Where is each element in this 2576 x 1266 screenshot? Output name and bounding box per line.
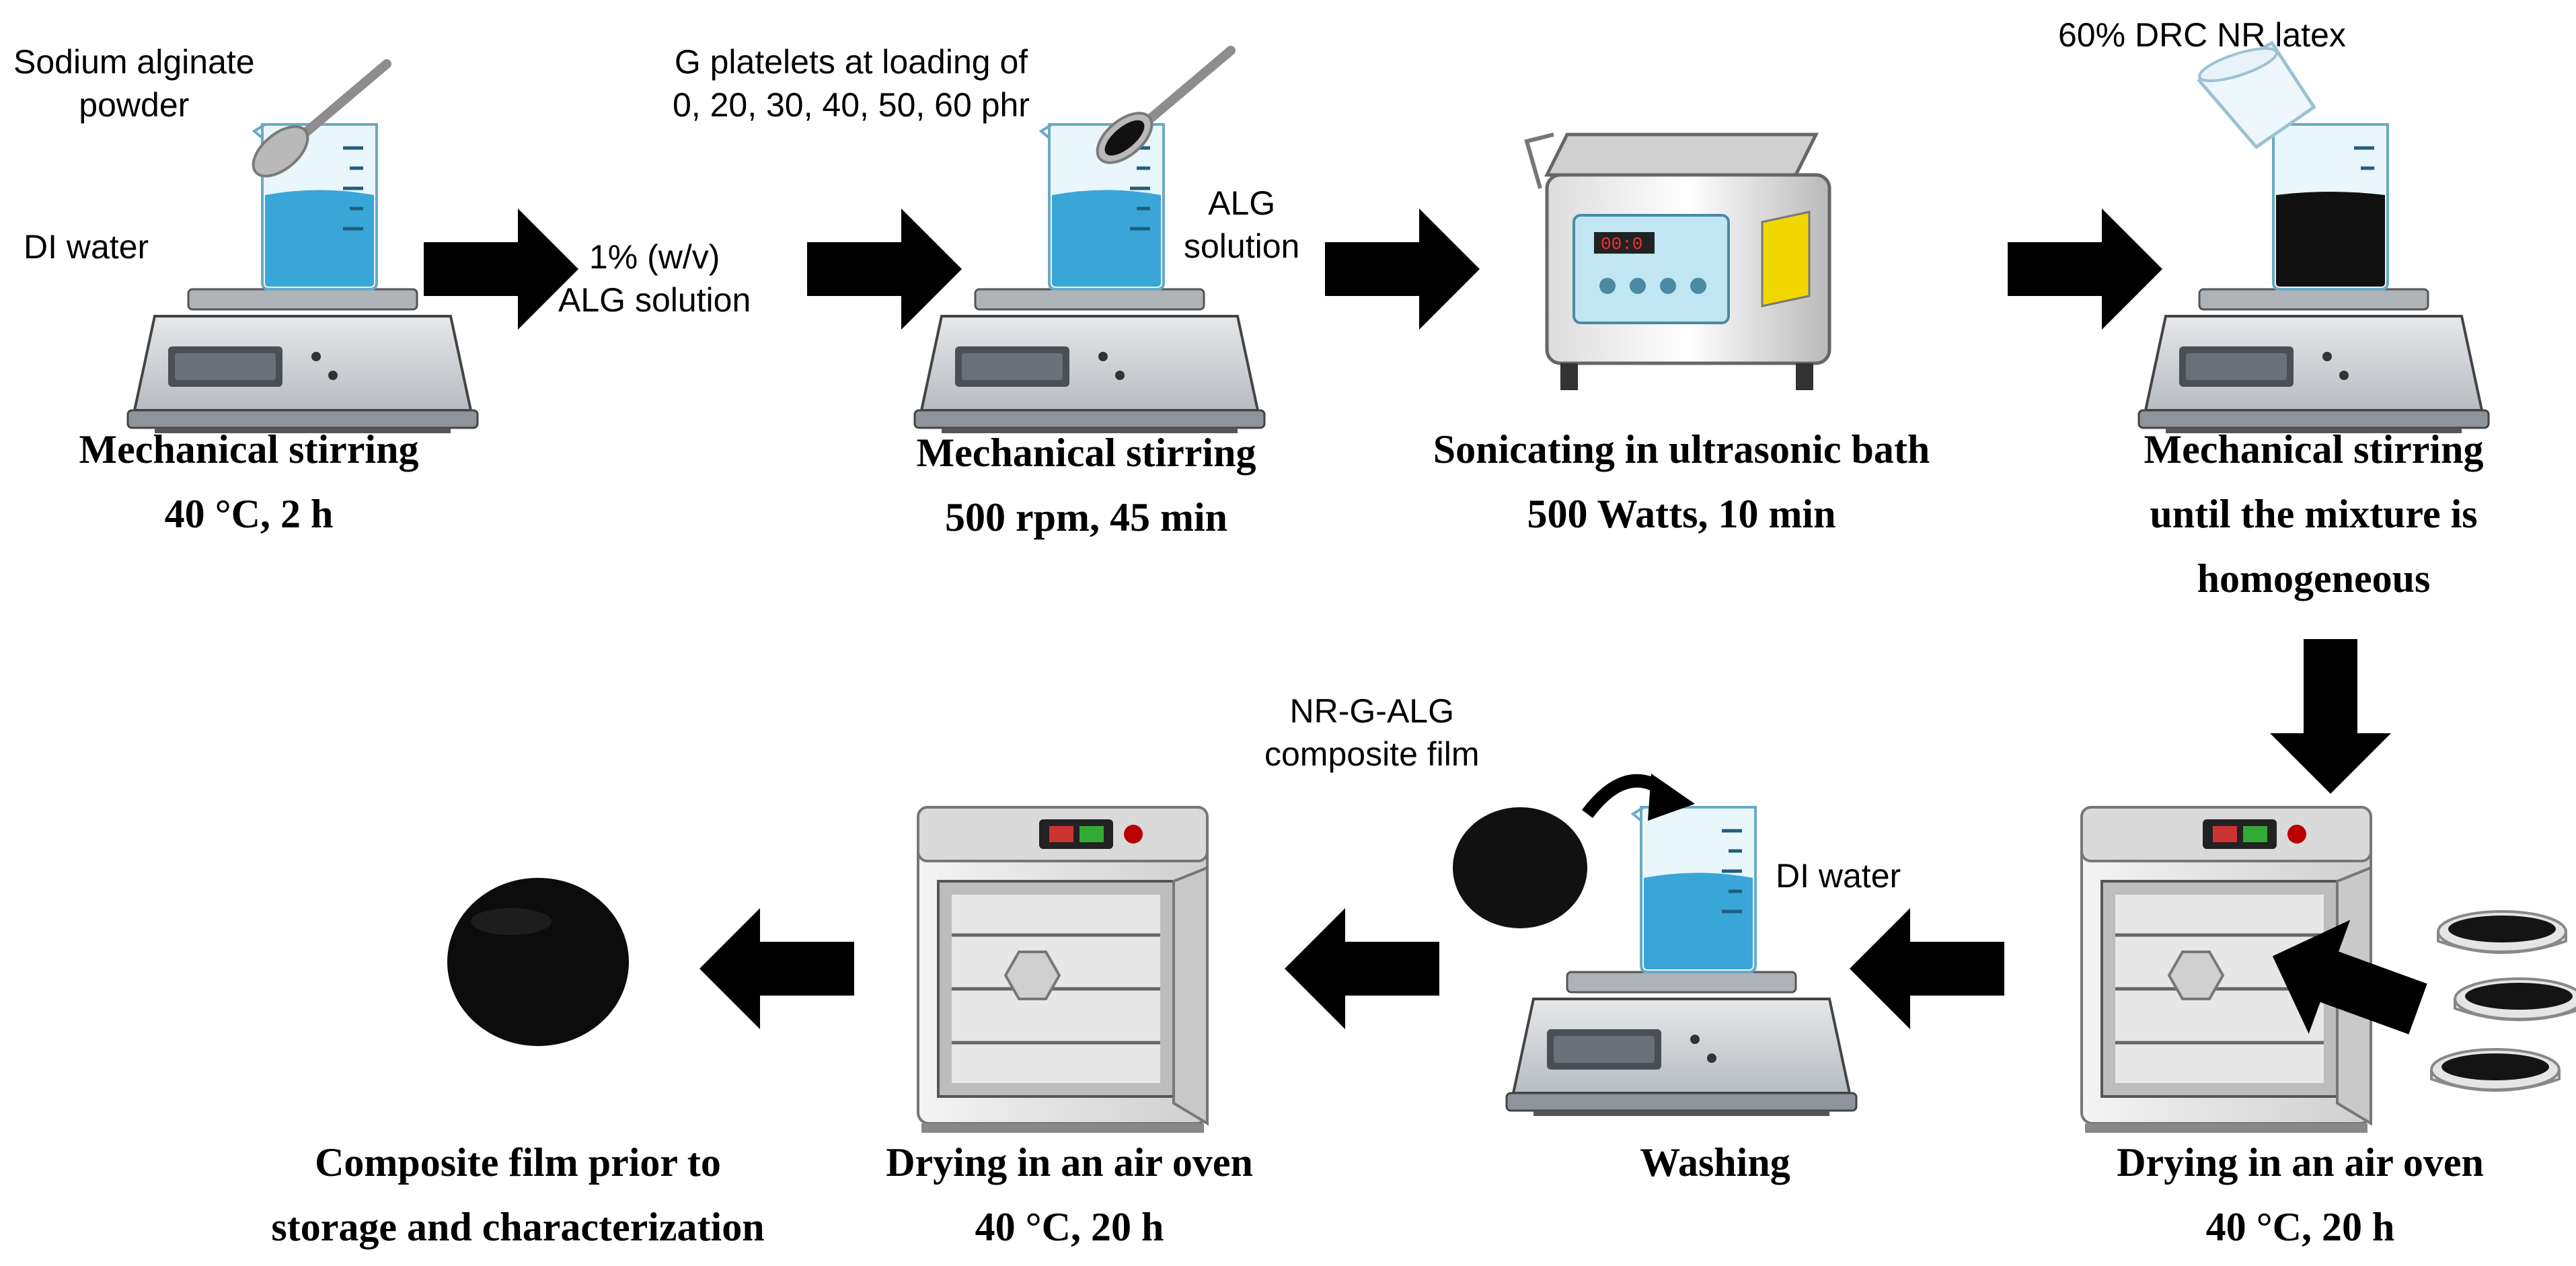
- step7-caption-line-1: Drying in an air oven: [886, 1140, 1253, 1185]
- step4-stirrer-illustration: [2137, 124, 2490, 435]
- g-platelets-label: G platelets at loading of 0, 20, 30, 40,…: [673, 40, 1030, 126]
- powder-label-line-1: Sodium alginate: [13, 43, 255, 81]
- step1-caption: Mechanical stirring 40 °C, 2 h: [40, 417, 457, 546]
- step2-spoon-icon: [1089, 50, 1231, 172]
- latex-label: 60% DRC NR latex: [2058, 16, 2346, 54]
- alg-solution-label-line-1: ALG: [1208, 184, 1276, 222]
- petri-dish-3: [2430, 1048, 2561, 1092]
- step2-caption-line-1: Mechanical stirring: [916, 431, 1256, 475]
- step7-caption-line-2: 40 °C, 20 h: [975, 1205, 1164, 1249]
- step3-caption-line-2: 500 Watts, 10 min: [1527, 492, 1836, 536]
- step3-caption: Sonicating in ultrasonic bath 500 Watts,…: [1379, 417, 1984, 546]
- latex-cup-icon: [2197, 40, 2316, 150]
- composite-film-icon: [1453, 807, 1587, 928]
- powder-label: Sodium alginate powder: [13, 40, 255, 126]
- composite-film-label: NR-G-ALG composite film: [1264, 690, 1480, 776]
- alg-solution-label-line-2: solution: [1184, 227, 1300, 265]
- petri-dish-1: [2437, 910, 2567, 954]
- petri-dish-2: [2454, 977, 2576, 1021]
- alg-solution-label: ALG solution: [1184, 182, 1299, 268]
- step6-caption-line-1: Washing: [1640, 1140, 1790, 1185]
- flip-arrow-icon: [1582, 774, 1695, 821]
- step8-caption-line-1: Composite film prior to: [315, 1140, 721, 1185]
- step1-caption-line-2: 40 °C, 2 h: [164, 492, 334, 536]
- ultrasonic-bath-illustration: 00:0: [1524, 133, 1831, 390]
- composite-film-label-line-1: NR-G-ALG: [1289, 692, 1454, 730]
- step2-caption: Mechanical stirring 500 rpm, 45 min: [868, 420, 1305, 550]
- arrow-7: [699, 908, 854, 1029]
- arrow-1: [424, 209, 578, 330]
- step8-caption-line-2: storage and characterization: [271, 1205, 765, 1249]
- g-platelets-label-line-2: 0, 20, 30, 40, 50, 60 phr: [673, 86, 1030, 124]
- arrow1-label-line-1: 1% (w/v): [589, 238, 720, 276]
- step2-stirrer-illustration: [913, 124, 1266, 435]
- arrow1-label-line-2: ALG solution: [558, 281, 751, 319]
- step7-caption: Drying in an air oven 40 °C, 20 h: [841, 1130, 1298, 1259]
- step4-caption: Mechanical stirring until the mixture is…: [2078, 417, 2549, 611]
- step4-caption-line-2: until the mixture is: [2150, 492, 2478, 536]
- composite-film-label-line-2: composite film: [1264, 735, 1480, 773]
- svg-text:00:0: 00:0: [1601, 234, 1642, 254]
- di-water-label-2: DI water: [1776, 857, 1901, 895]
- step5-caption-line-1: Drying in an air oven: [2117, 1140, 2484, 1185]
- arrow-4: [2008, 209, 2162, 330]
- step4-caption-line-1: Mechanical stirring: [2144, 427, 2484, 472]
- step1-caption-line-1: Mechanical stirring: [79, 427, 419, 472]
- arrow-3: [1325, 209, 1480, 330]
- step5-caption: Drying in an air oven 40 °C, 20 h: [2058, 1130, 2542, 1259]
- step3-caption-line-1: Sonicating in ultrasonic bath: [1433, 427, 1930, 472]
- powder-label-line-2: powder: [79, 86, 190, 124]
- step5-caption-line-2: 40 °C, 20 h: [2205, 1205, 2395, 1249]
- final-composite-film: [447, 878, 629, 1046]
- arrow-6: [1285, 908, 1439, 1029]
- step4-caption-line-3: homogeneous: [2197, 556, 2431, 601]
- arrow-5: [1850, 908, 2004, 1029]
- step2-caption-line-2: 500 rpm, 45 min: [945, 495, 1227, 539]
- arrow-2: [807, 209, 962, 330]
- step8-caption: Composite film prior to storage and char…: [215, 1130, 821, 1259]
- step7-oven-illustration: [918, 807, 1207, 1133]
- alg-solution-concentration-label: 1% (w/v) ALG solution: [558, 235, 751, 322]
- step6-caption: Washing: [1554, 1130, 1877, 1195]
- arrow-down: [2270, 639, 2391, 794]
- g-platelets-label-line-1: G platelets at loading of: [674, 43, 1028, 81]
- di-water-label-1: DI water: [24, 228, 149, 266]
